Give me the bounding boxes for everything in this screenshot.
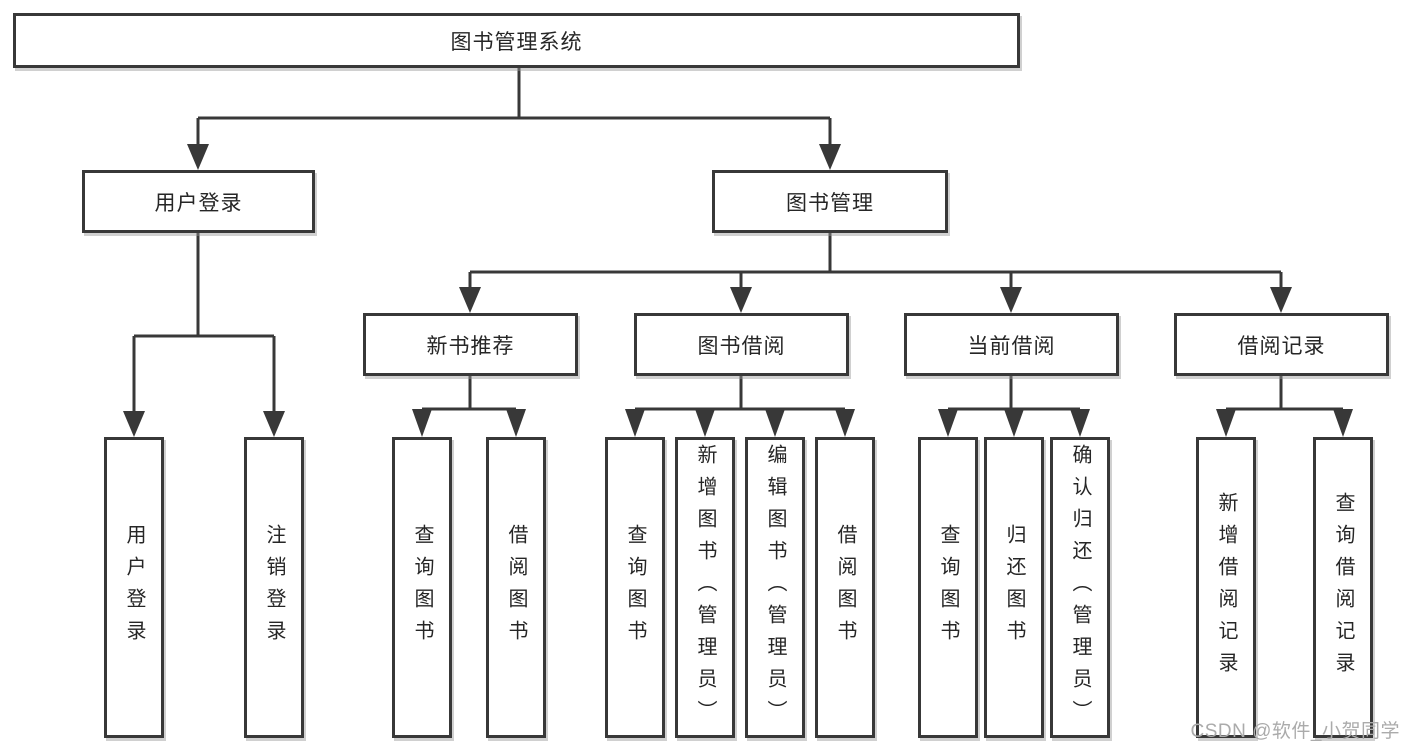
csdn-watermark: CSDN @软件_小贺同学 <box>1190 721 1400 742</box>
node-new-book-recommendation: 新书推荐 <box>363 313 578 376</box>
leaf-cb-return-books: 归还图书 <box>984 437 1044 738</box>
leaf-nbr-borrow-books: 借阅图书 <box>486 437 546 738</box>
leaf-bb-edit-books-admin: 编辑图书（管理员） <box>745 437 805 738</box>
leaf-cb-confirm-return-admin: 确认归还（管理员） <box>1050 437 1110 738</box>
node-current-borrowing: 当前借阅 <box>904 313 1119 376</box>
leaf-cb-query-books: 查询图书 <box>918 437 978 738</box>
leaf-nbr-query-books: 查询图书 <box>392 437 452 738</box>
leaf-bb-add-books-admin: 新增图书（管理员） <box>675 437 735 738</box>
node-borrowing-records: 借阅记录 <box>1174 313 1389 376</box>
node-book-borrowing: 图书借阅 <box>634 313 849 376</box>
leaf-logout-login: 注销登录 <box>244 437 304 738</box>
leaf-br-add-record: 新增借阅记录 <box>1196 437 1256 738</box>
leaf-br-query-record: 查询借阅记录 <box>1313 437 1373 738</box>
node-book-management: 图书管理 <box>712 170 948 233</box>
node-user-login: 用户登录 <box>82 170 315 233</box>
node-library-management-system: 图书管理系统 <box>13 13 1020 68</box>
leaf-bb-query-books: 查询图书 <box>605 437 665 738</box>
leaf-user-login: 用户登录 <box>104 437 164 738</box>
leaf-bb-borrow-books: 借阅图书 <box>815 437 875 738</box>
